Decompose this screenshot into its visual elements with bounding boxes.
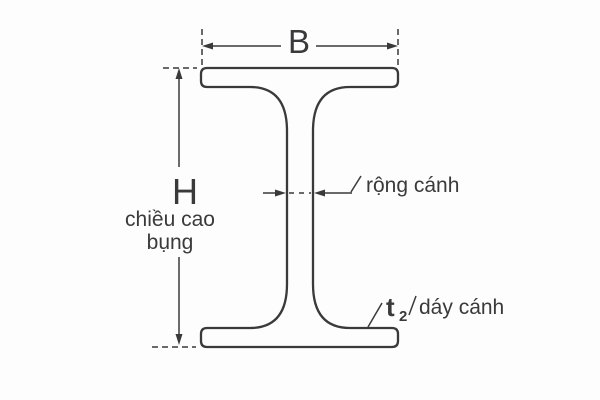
- beam-height-caption-line2: bụng: [147, 231, 194, 254]
- web-thickness-label: rộng cánh: [366, 174, 459, 197]
- ibeam-outline: [199, 66, 400, 349]
- flange-thickness-symbol-subscript: 2: [399, 308, 407, 325]
- flange-thickness-symbol: t: [386, 292, 395, 322]
- beam-height-label: H: [172, 171, 198, 212]
- flange-thickness-label: dáy cánh: [419, 296, 504, 319]
- arrowhead-down-icon: [175, 334, 183, 345]
- arrowhead-right-icon: [275, 189, 286, 197]
- leader-tick: [350, 175, 362, 193]
- callout-web-thickness: rộng cánh: [263, 174, 459, 197]
- callout-flange-thickness: t 2 dáy cánh: [367, 292, 504, 328]
- beam-height-caption-line1: chiều cao: [125, 208, 215, 231]
- arrowhead-left-icon: [202, 42, 213, 50]
- dimension-flange-width: B: [201, 23, 399, 65]
- leader-tick: [408, 295, 417, 316]
- arrowhead-right-icon: [387, 42, 398, 50]
- arrowhead-up-icon: [175, 68, 183, 79]
- flange-width-label: B: [288, 23, 310, 60]
- dimension-beam-height: H chiều cao bụng: [125, 67, 215, 348]
- leader-line: [367, 302, 383, 328]
